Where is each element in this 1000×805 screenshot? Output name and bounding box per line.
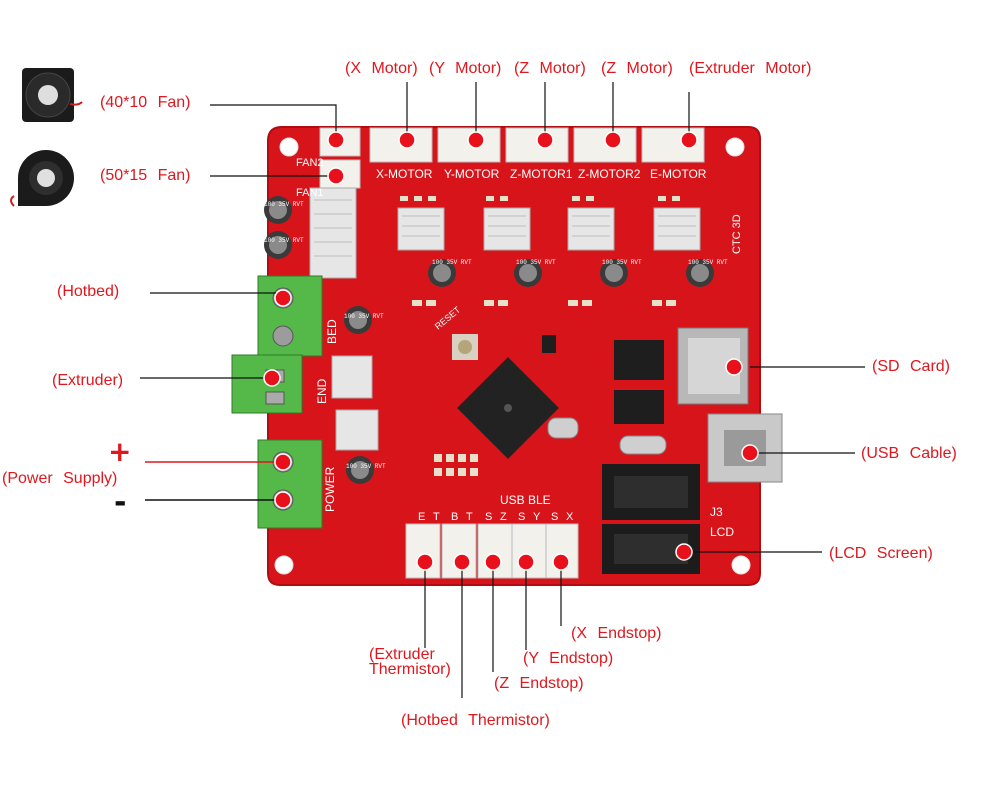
mount-hole — [279, 137, 299, 157]
label-z-motor-2: (Z Motor) — [601, 60, 673, 77]
silk-endstop-letter: X — [566, 511, 574, 523]
silk-ctc: CTC 3D — [731, 214, 743, 254]
crystals — [547, 417, 667, 455]
silk-endstop-letter: T — [433, 511, 440, 523]
silk-endstop-letter: B — [451, 511, 458, 523]
smd-parts — [400, 196, 680, 476]
label-fan-50: (50*15 Fan) — [100, 167, 191, 184]
leader-lines — [140, 82, 865, 698]
label-hotbed-thermistor: (Hotbed Thermistor) — [401, 712, 550, 729]
silk-cap-6: 100 35V RVT — [264, 237, 304, 244]
capacitors — [264, 196, 714, 484]
terminal-power — [257, 439, 323, 529]
silk-endstop-letter: S — [485, 511, 492, 523]
silk-endstop-letter: S — [551, 511, 558, 523]
mount-hole — [725, 137, 745, 157]
silk-cap-1: 100 35V RVT — [432, 259, 472, 266]
mount-hole — [274, 555, 294, 575]
connector-z-motor1 — [505, 127, 569, 163]
silk-z-motor2: Z-MOTOR2 — [578, 167, 641, 181]
label-x-motor: (X Motor) — [345, 60, 418, 77]
callout-dots — [263, 131, 759, 571]
fan-50-icon — [10, 150, 74, 207]
label-y-motor: (Y Motor) — [429, 60, 502, 77]
silk-fan1: FAN1 — [296, 187, 324, 199]
silk-j3: J3 — [710, 505, 723, 519]
mount-hole — [731, 555, 751, 575]
connector-z-motor2 — [573, 127, 637, 163]
power-minus-sign: - — [114, 485, 127, 520]
label-extruder-thermistor-line1: (Extruder — [369, 646, 435, 663]
silk-end: END — [315, 378, 329, 404]
driver-heatsinks — [309, 187, 701, 451]
silk-endstop-letter: Z — [500, 511, 507, 523]
silk-fan2: FAN2 — [296, 157, 324, 169]
silk-bed: BED — [325, 319, 339, 344]
box-headers — [602, 464, 700, 574]
connector-y-motor — [437, 127, 501, 163]
silk-endstop-letter: Y — [533, 511, 541, 523]
label-x-endstop: (X Endstop) — [571, 625, 662, 642]
label-fan-40: (40*10 Fan) — [100, 94, 191, 111]
label-lcd-screen: (LCD Screen) — [829, 545, 933, 562]
silk-cap-3: 100 35V RVT — [602, 259, 642, 266]
silk-endstop-letter: T — [466, 511, 473, 523]
ics — [452, 334, 664, 424]
silk-cap-2: 100 35V RVT — [516, 259, 556, 266]
silk-usb-ble: USB BLE — [500, 493, 551, 507]
usb-port — [707, 413, 783, 483]
label-z-motor-1: (Z Motor) — [514, 60, 586, 77]
silk-power: POWER — [323, 466, 337, 512]
silk-endstop-letter: S — [518, 511, 525, 523]
silk-cap-4: 100 35V RVT — [688, 259, 728, 266]
label-power-supply: (Power Supply) — [2, 470, 118, 487]
label-z-endstop: (Z Endstop) — [494, 675, 584, 692]
label-y-endstop: (Y Endstop) — [523, 650, 614, 667]
silk-cap-5: 100 35V RVT — [264, 201, 304, 208]
power-plus-sign: + — [108, 435, 132, 468]
heatsink-fins — [314, 199, 696, 257]
silk-endstop-letter: E — [418, 511, 425, 523]
label-extruder-thermistor-line2: Thermistor) — [369, 661, 451, 678]
label-usb-cable: (USB Cable) — [861, 445, 957, 462]
silk-y-motor: Y-MOTOR — [444, 167, 500, 181]
silk-x-motor: X-MOTOR — [376, 167, 433, 181]
label-sd-card: (SD Card) — [872, 358, 951, 375]
silkscreen: FAN2 FAN1 X-MOTOR Y-MOTOR Z-MOTOR1 Z-MOT… — [264, 157, 743, 539]
terminal-hotbed — [257, 275, 323, 357]
label-extruder-motor: (Extruder Motor) — [689, 60, 812, 77]
label-extruder: (Extruder) — [52, 372, 124, 389]
silk-e-motor: E-MOTOR — [650, 167, 707, 181]
fan-40-icon — [22, 68, 83, 122]
silk-cap-7: 100 35V RVT — [344, 313, 384, 320]
label-hotbed: (Hotbed) — [57, 283, 120, 300]
silk-z-motor1: Z-MOTOR1 — [510, 167, 573, 181]
silk-cap-8: 100 35V RVT — [346, 463, 386, 470]
silk-lcd: LCD — [710, 525, 734, 539]
